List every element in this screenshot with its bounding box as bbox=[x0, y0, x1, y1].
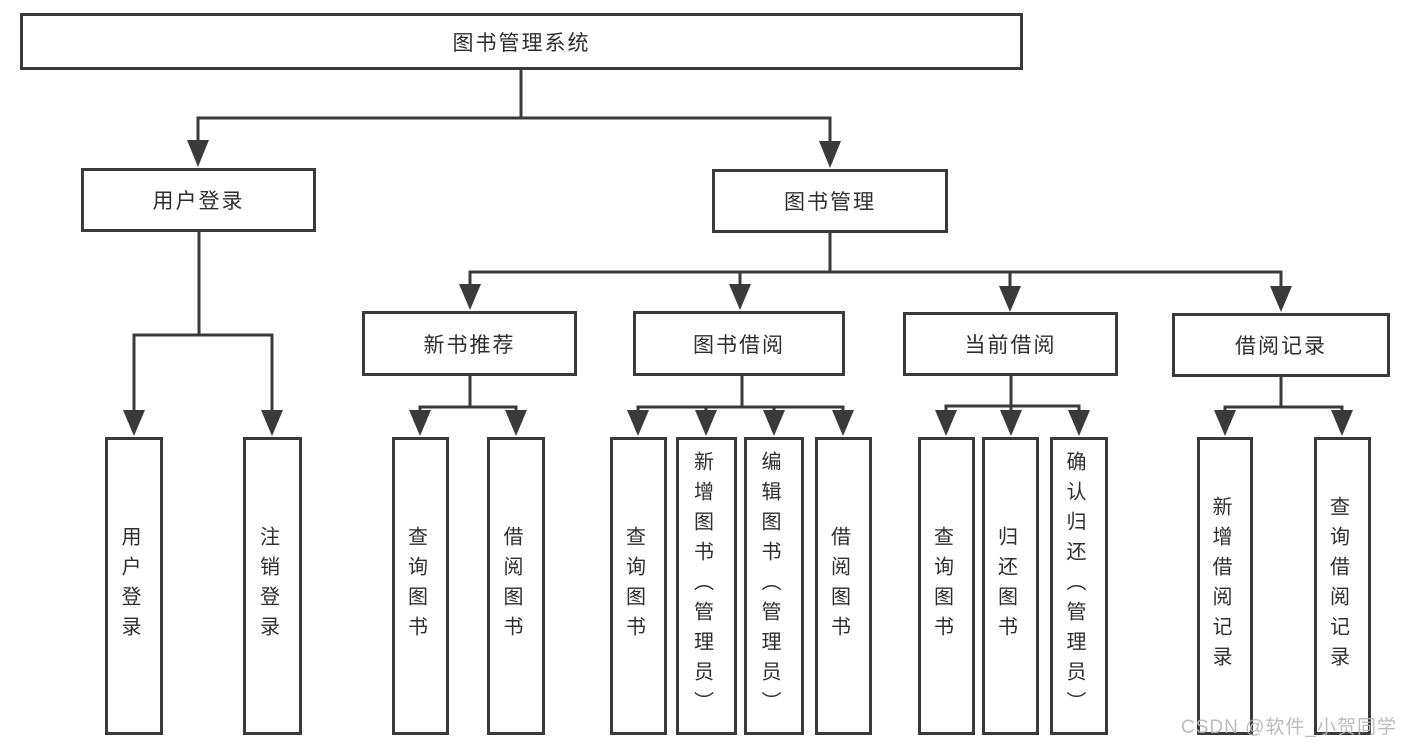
connector-bookborrow-to-leaves bbox=[627, 374, 854, 436]
leaf-label: 确认归还（管理员） bbox=[1063, 451, 1085, 721]
arrowhead bbox=[627, 410, 649, 436]
node-borrow-record: 借阅记录 bbox=[1172, 313, 1390, 377]
arrowhead bbox=[729, 284, 751, 310]
node-user-login-branch: 用户登录 bbox=[81, 168, 316, 232]
node-new-book-rec: 新书推荐 bbox=[362, 311, 577, 376]
leaf-bb-add-books-admin: 新增图书（管理员） bbox=[676, 437, 737, 735]
connector-root-to-level2 bbox=[187, 68, 841, 168]
connector-bookmgmt-to-level3 bbox=[459, 231, 1292, 312]
leaf-br-add-record: 新增借阅记录 bbox=[1197, 437, 1253, 735]
leaf-user-login: 用户登录 bbox=[105, 437, 163, 735]
arrowhead bbox=[999, 286, 1021, 312]
arrowhead bbox=[1331, 410, 1353, 436]
leaf-label: 归还图书 bbox=[994, 526, 1017, 646]
node-root: 图书管理系统 bbox=[20, 13, 1023, 70]
arrowhead bbox=[695, 410, 717, 436]
arrowhead bbox=[261, 410, 283, 436]
leaf-cb-confirm-return-admin: 确认归还（管理员） bbox=[1050, 437, 1108, 735]
leaf-bb-borrow-books: 借阅图书 bbox=[815, 437, 872, 735]
connector-currentborrow-to-leaves bbox=[935, 374, 1090, 436]
node-book-borrow: 图书借阅 bbox=[633, 311, 845, 376]
leaf-label: 注销登录 bbox=[256, 526, 279, 646]
leaf-rec-query-books: 查询图书 bbox=[392, 437, 449, 735]
leaf-rec-borrow-books: 借阅图书 bbox=[487, 437, 545, 735]
arrowhead bbox=[1214, 410, 1236, 436]
connector-userlogin-to-leaves bbox=[123, 230, 283, 436]
arrowhead bbox=[935, 410, 957, 436]
leaf-label: 新增图书（管理员） bbox=[690, 451, 713, 721]
node-book-mgmt-branch: 图书管理 bbox=[712, 169, 948, 233]
arrowhead bbox=[123, 410, 145, 436]
arrowhead bbox=[1068, 410, 1090, 436]
leaf-label: 新增借阅记录 bbox=[1209, 496, 1231, 676]
arrowhead bbox=[409, 410, 431, 436]
csdn-watermark: CSDN @软件_小贺同学 bbox=[1181, 717, 1397, 738]
arrowhead bbox=[832, 410, 854, 436]
connector-newbookrec-to-leaves bbox=[409, 374, 527, 436]
leaf-cb-query-books: 查询图书 bbox=[918, 437, 975, 735]
leaf-label: 查询借阅记录 bbox=[1326, 496, 1349, 676]
leaf-label: 用户登录 bbox=[118, 526, 140, 646]
leaf-cb-return-books: 归还图书 bbox=[982, 437, 1039, 735]
arrowhead bbox=[459, 284, 481, 310]
leaf-br-query-record: 查询借阅记录 bbox=[1314, 437, 1371, 735]
arrowhead bbox=[1270, 286, 1292, 312]
arrowhead bbox=[505, 410, 527, 436]
leaf-bb-edit-books-admin: 编辑图书（管理员） bbox=[744, 437, 804, 735]
leaf-label: 查询图书 bbox=[404, 526, 427, 646]
leaf-logout: 注销登录 bbox=[243, 437, 302, 735]
arrowhead bbox=[819, 141, 841, 168]
leaf-label: 查询图书 bbox=[930, 526, 953, 646]
arrowhead bbox=[1000, 410, 1022, 436]
leaf-label: 借阅图书 bbox=[827, 526, 850, 646]
leaf-label: 编辑图书（管理员） bbox=[758, 451, 780, 721]
arrowhead bbox=[763, 410, 785, 436]
connector-borrowrecord-to-leaves bbox=[1214, 375, 1353, 436]
node-current-borrow: 当前借阅 bbox=[903, 312, 1118, 376]
leaf-label: 查询图书 bbox=[622, 526, 645, 646]
arrowhead bbox=[187, 140, 209, 167]
leaf-label: 借阅图书 bbox=[500, 526, 522, 646]
leaf-bb-query-books: 查询图书 bbox=[610, 437, 667, 735]
